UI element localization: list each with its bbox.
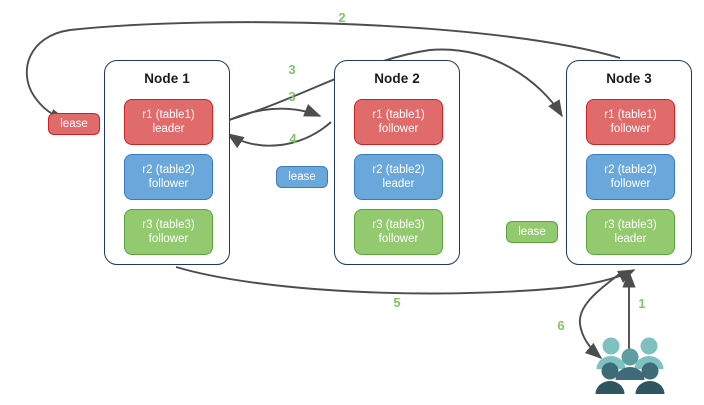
replica-node-3-r1[interactable]: r1 (table1) follower bbox=[586, 99, 675, 145]
replica-role-label: follower bbox=[378, 123, 419, 135]
lease-label: lease bbox=[518, 226, 546, 238]
node-box-node-1[interactable]: Node 1 r1 (table1) leader r2 (table2) fo… bbox=[104, 60, 230, 265]
node-title: Node 1 bbox=[144, 71, 190, 86]
replica-node-2-r2[interactable]: r2 (table2) leader bbox=[354, 154, 443, 200]
node-box-node-3[interactable]: Node 3 r1 (table1) follower r2 (table2) … bbox=[566, 60, 692, 265]
node-box-node-2[interactable]: Node 2 r1 (table1) follower r2 (table2) … bbox=[334, 60, 460, 265]
node-title: Node 2 bbox=[374, 71, 420, 86]
lease-label: lease bbox=[60, 118, 88, 130]
replica-role-label: follower bbox=[148, 178, 189, 190]
replica-node-2-r3[interactable]: r3 (table3) follower bbox=[354, 209, 443, 255]
replica-node-1-r2[interactable]: r2 (table2) follower bbox=[124, 154, 213, 200]
replica-role-label: leader bbox=[382, 178, 415, 190]
replica-role-label: follower bbox=[378, 233, 419, 245]
replica-range-label: r3 (table3) bbox=[372, 218, 425, 231]
step-label-2: 2 bbox=[338, 10, 346, 25]
step-label-5: 5 bbox=[393, 295, 401, 310]
replica-role-label: follower bbox=[148, 233, 189, 245]
users-icon bbox=[595, 337, 665, 394]
replica-node-3-r3[interactable]: r3 (table3) leader bbox=[586, 209, 675, 255]
step-label-1: 1 bbox=[638, 296, 646, 311]
replica-node-1-r3[interactable]: r3 (table3) follower bbox=[124, 209, 213, 255]
replica-range-label: r1 (table1) bbox=[604, 108, 657, 121]
replica-range-label: r2 (table2) bbox=[372, 163, 425, 176]
step-label-3b: 3 bbox=[288, 89, 296, 104]
step-label-4: 4 bbox=[289, 131, 297, 146]
replica-role-label: leader bbox=[614, 233, 647, 245]
replica-range-label: r1 (table1) bbox=[142, 108, 195, 121]
lease-label: lease bbox=[288, 171, 316, 183]
replica-range-label: r2 (table2) bbox=[142, 163, 195, 176]
replica-range-label: r1 (table1) bbox=[372, 108, 425, 121]
replica-node-2-r1[interactable]: r1 (table1) follower bbox=[354, 99, 443, 145]
node-title: Node 3 bbox=[606, 71, 652, 86]
replica-range-label: r3 (table3) bbox=[142, 218, 195, 231]
step-label-6: 6 bbox=[557, 318, 565, 333]
edge-step-5 bbox=[175, 266, 636, 295]
replica-range-label: r3 (table3) bbox=[604, 218, 657, 231]
replica-role-label: leader bbox=[152, 123, 185, 135]
replica-range-label: r2 (table2) bbox=[604, 163, 657, 176]
step-label-3a: 3 bbox=[288, 62, 296, 77]
replica-node-3-r2[interactable]: r2 (table2) follower bbox=[586, 154, 675, 200]
edge-step-3-lower bbox=[222, 104, 322, 124]
replica-role-label: follower bbox=[610, 123, 651, 135]
replica-node-1-r1[interactable]: r1 (table1) leader bbox=[124, 99, 213, 145]
lease-badge-range3[interactable]: lease bbox=[506, 221, 558, 243]
lease-badge-range1[interactable]: lease bbox=[48, 113, 100, 135]
lease-badge-range2[interactable]: lease bbox=[276, 166, 328, 188]
replica-role-label: follower bbox=[610, 178, 651, 190]
edge-step-4 bbox=[226, 121, 332, 149]
